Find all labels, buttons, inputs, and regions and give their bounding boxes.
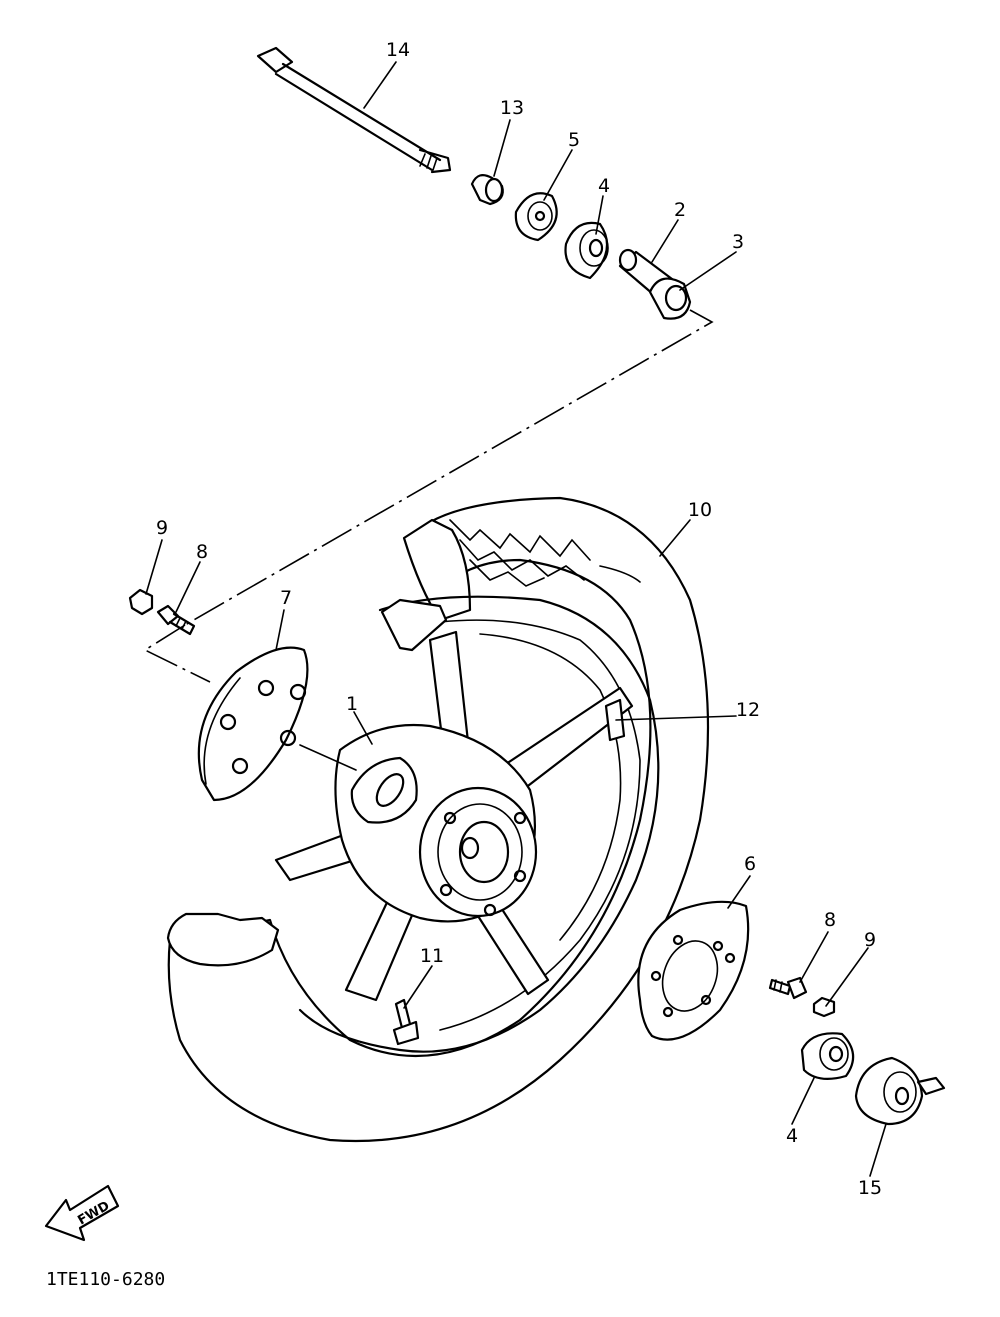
forward-direction-arrow: FWD xyxy=(44,1184,120,1242)
bolt-left xyxy=(156,604,196,636)
bearing-lower xyxy=(800,1032,855,1081)
oil-seal xyxy=(514,192,558,242)
assembly-guide-lines xyxy=(143,309,714,683)
nut-right xyxy=(812,996,836,1018)
label-part-4-upper: 4 xyxy=(598,175,610,197)
label-part-6: 6 xyxy=(744,853,756,875)
valve xyxy=(392,998,420,1046)
fwd-arrow-icon xyxy=(44,1184,120,1242)
label-part-3: 3 xyxy=(732,231,744,253)
label-part-8-left: 8 xyxy=(196,541,208,563)
label-part-8-right: 8 xyxy=(824,909,836,931)
part-number-labels: 14 13 5 4 2 3 10 9 8 7 1 12 6 8 9 11 4 1… xyxy=(156,39,882,1199)
collar xyxy=(470,173,504,206)
rim xyxy=(298,595,660,1053)
label-part-9-left: 9 xyxy=(156,517,168,539)
label-part-13: 13 xyxy=(500,97,524,119)
axle xyxy=(256,46,452,174)
label-part-9-right: 9 xyxy=(864,929,876,951)
balance-weight xyxy=(604,698,626,742)
label-part-12: 12 xyxy=(736,699,760,721)
brake-disc-right xyxy=(637,900,750,1041)
label-part-1: 1 xyxy=(346,693,358,715)
label-part-2: 2 xyxy=(674,199,686,221)
bearing-upper xyxy=(564,221,609,280)
leader-lines xyxy=(145,61,887,1177)
label-part-11: 11 xyxy=(420,945,444,967)
label-part-14: 14 xyxy=(386,39,410,61)
diagram-code: 1TE110-6280 xyxy=(46,1269,165,1290)
label-part-7: 7 xyxy=(280,587,292,609)
wheel-and-tire xyxy=(166,496,710,1143)
brake-disc-left xyxy=(197,646,309,802)
label-part-4-lower: 4 xyxy=(786,1125,798,1147)
spacer-flange xyxy=(648,277,692,320)
label-part-5: 5 xyxy=(568,129,580,151)
label-part-15: 15 xyxy=(858,1177,882,1199)
speedometer-gear-unit xyxy=(854,1056,946,1126)
nut-left xyxy=(128,588,154,616)
bolt-right xyxy=(768,976,808,1000)
label-part-10: 10 xyxy=(688,499,712,521)
